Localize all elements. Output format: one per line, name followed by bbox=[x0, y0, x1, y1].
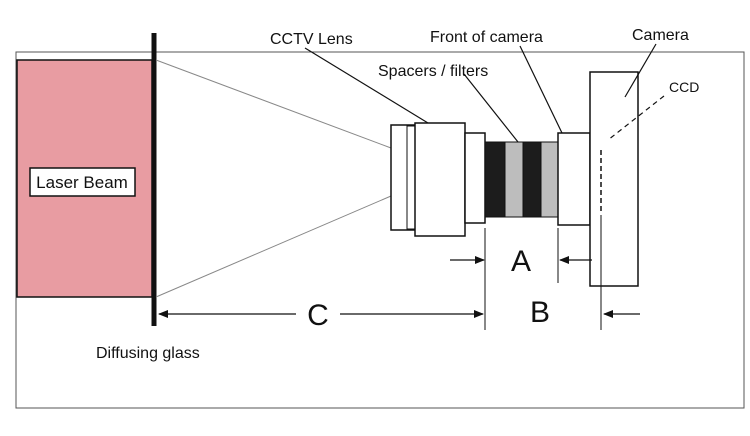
outer-frame bbox=[15, 51, 745, 409]
cctv-lens-label: CCTV Lens bbox=[270, 31, 353, 48]
lens-barrel bbox=[414, 122, 466, 237]
leader-spacers bbox=[463, 73, 519, 143]
filter-light-1 bbox=[504, 141, 524, 218]
laser-beam-label: Laser Beam bbox=[36, 173, 128, 192]
leader-ccd bbox=[607, 95, 665, 141]
camera-body bbox=[589, 71, 639, 287]
camera-label: Camera bbox=[632, 27, 689, 44]
lens-mount bbox=[464, 132, 486, 224]
diffusing-glass-label: Diffusing glass bbox=[96, 345, 200, 362]
dim-c-label: C bbox=[307, 299, 329, 332]
cctv-lens bbox=[390, 122, 486, 237]
leader-cctv-lens bbox=[304, 47, 429, 124]
spacers-filters-label: Spacers / filters bbox=[378, 63, 488, 80]
leader-camera bbox=[624, 43, 657, 98]
leader-front-of-camera bbox=[519, 45, 563, 134]
laser-beam-label-box bbox=[29, 167, 136, 197]
cone-line-top bbox=[155, 59, 392, 149]
cone-line-bottom bbox=[155, 195, 392, 298]
dim-b-label: B bbox=[530, 296, 550, 329]
dim-a-label: A bbox=[511, 245, 531, 278]
filter-dark-2 bbox=[522, 141, 542, 218]
ccd-label: CCD bbox=[669, 79, 699, 95]
lens-front-ring bbox=[390, 124, 417, 231]
front-of-camera-label: Front of camera bbox=[430, 29, 543, 46]
camera-front bbox=[557, 132, 591, 226]
spacers-filters bbox=[484, 141, 559, 218]
filter-light-2 bbox=[540, 141, 559, 218]
filter-dark-1 bbox=[484, 141, 506, 218]
